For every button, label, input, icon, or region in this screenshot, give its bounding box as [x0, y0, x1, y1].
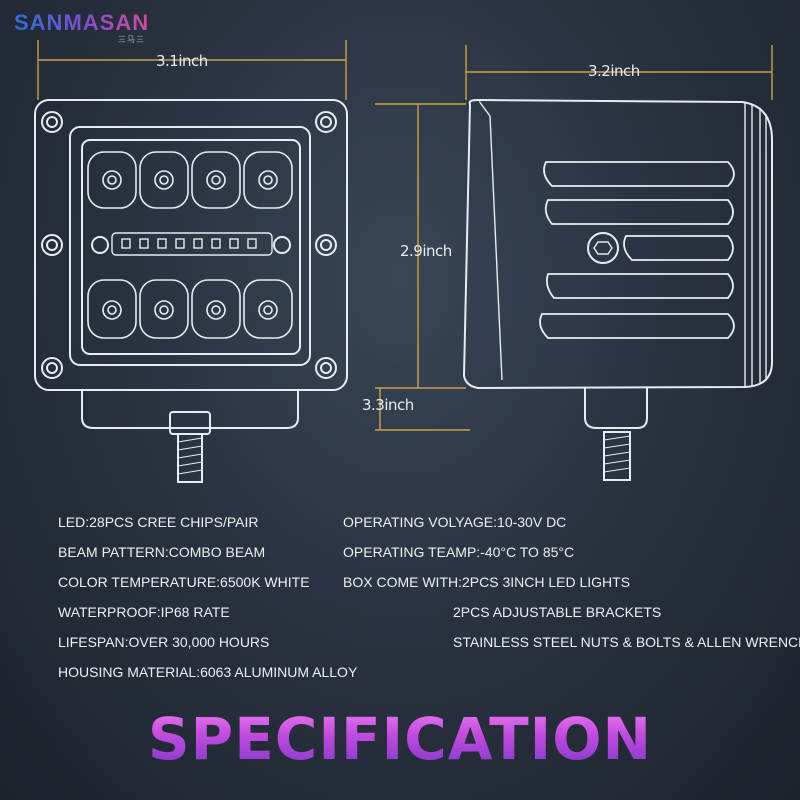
dimension-lines: [37, 40, 773, 431]
corner-bolts: [41, 111, 337, 379]
spec-box-brackets: 2PCS ADJUSTABLE BRACKETS: [453, 604, 662, 620]
spec-beam-pattern: BEAM PATTERN:COMBO BEAM: [58, 544, 266, 560]
spec-box-hardware: STAINLESS STEEL NUTS & BOLTS & ALLEN WRE…: [453, 634, 800, 650]
front-lens-frame: [69, 126, 311, 366]
brand-tagline: 三马三: [118, 35, 145, 44]
side-height-label: 2.9inch: [400, 242, 452, 260]
side-bracket: [584, 388, 648, 429]
page-title: SPECIFICATION: [0, 705, 800, 773]
front-lens-inner: [81, 139, 301, 355]
middle-led-strip: [111, 232, 273, 256]
front-housing: [34, 99, 348, 391]
spec-box-contents: BOX COME WITH:2PCS 3INCH LED LIGHTS: [343, 574, 631, 590]
front-bracket: [81, 390, 299, 429]
front-width-label: 3.1inch: [156, 52, 208, 70]
spec-housing-material: HOUSING MATERIAL:6063 ALUMINUM ALLOY: [58, 664, 358, 680]
spec-waterproof: WATERPROOF:IP68 RATE: [58, 604, 230, 620]
side-hex-bolt: [587, 232, 619, 264]
brand-logo: SANMASAN: [14, 10, 150, 35]
bottom-led-row: [87, 279, 293, 339]
side-housing: [462, 98, 773, 390]
spec-operating-temp: OPERATING TEAMP:-40°C TO 85°C: [343, 544, 575, 560]
spec-operating-voltage: OPERATING VOLYAGE:10-30V DC: [343, 514, 567, 530]
overall-height-label: 3.3inch: [362, 396, 414, 414]
side-depth-label: 3.2inch: [588, 62, 640, 80]
spec-color-temperature: COLOR TEMPERATURE:6500K WHITE: [58, 574, 310, 590]
side-fins: [539, 161, 735, 339]
spec-lifespan: LIFESPAN:OVER 30,000 HOURS: [58, 634, 270, 650]
front-mount-base: [169, 411, 211, 435]
top-led-row: [87, 151, 293, 209]
spec-led: LED:28PCS CREE CHIPS/PAIR: [58, 514, 259, 530]
